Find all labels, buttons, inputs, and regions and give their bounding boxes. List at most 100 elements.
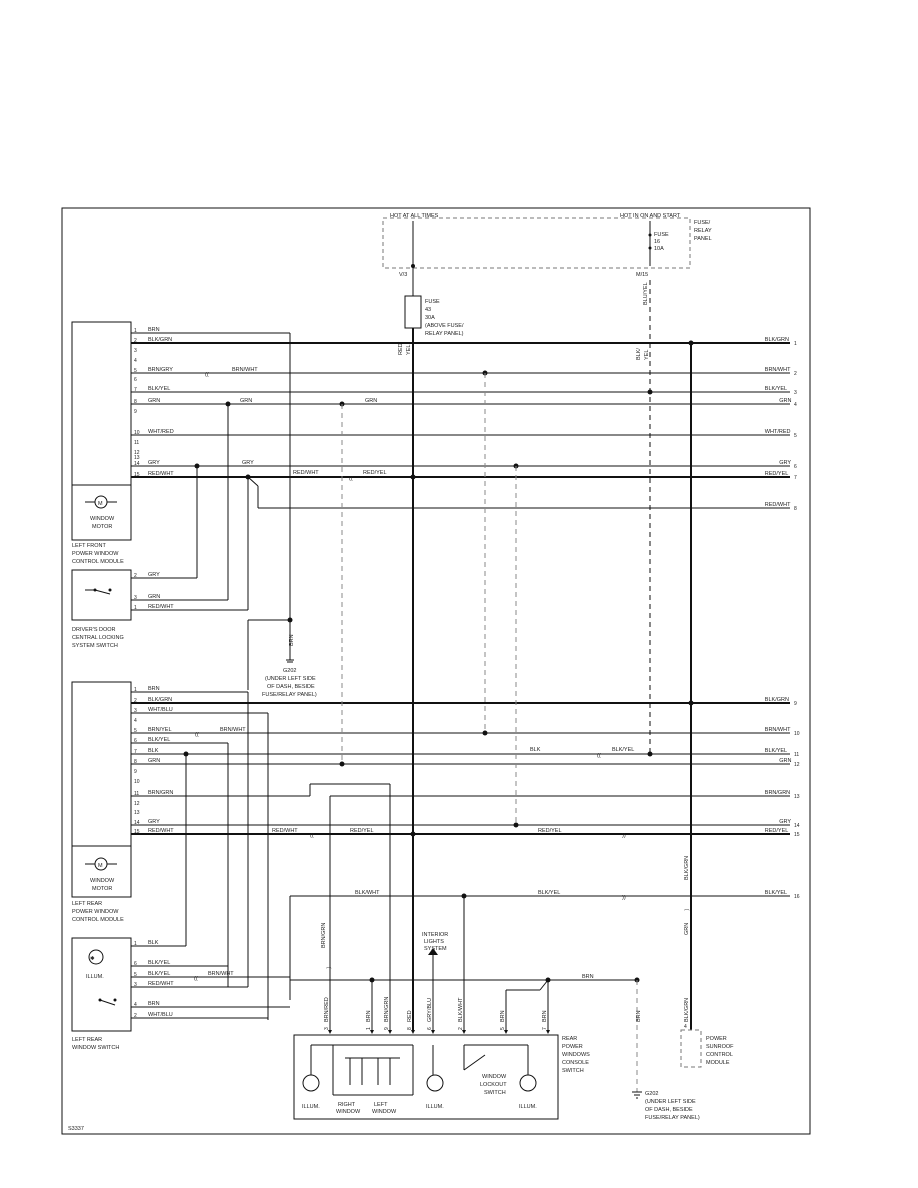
output-wire-15: RED/YEL bbox=[765, 828, 789, 834]
lf-wire-2: BLK/GRN bbox=[148, 337, 172, 343]
output-num-15: 15 bbox=[794, 832, 800, 838]
console-label-1: REAR bbox=[562, 1036, 577, 1042]
lf-pin-5: 5 bbox=[134, 368, 137, 374]
lr-pin-14: 14 bbox=[134, 820, 140, 826]
svg-text:INTERIOR: INTERIOR bbox=[422, 932, 448, 938]
lrs-wire-3: RED/WHT bbox=[148, 981, 174, 987]
drivers-switch-label-2: CENTRAL LOCKING bbox=[72, 635, 124, 641]
svg-text:BRN: BRN bbox=[582, 974, 594, 980]
lr-wire-2: BLK/GRN bbox=[148, 697, 172, 703]
lr-pin-8: 8 bbox=[134, 759, 137, 765]
console-pin-arrow bbox=[504, 1030, 508, 1034]
output-wire-1: BLK/GRN bbox=[765, 337, 789, 343]
lf-pin-3: 3 bbox=[134, 348, 137, 354]
svg-text:3: 3 bbox=[134, 595, 137, 601]
svg-text:BLK/: BLK/ bbox=[636, 348, 642, 360]
output-num-7: 7 bbox=[794, 475, 797, 481]
svg-text:2: 2 bbox=[134, 573, 137, 579]
output-num-3: 3 bbox=[794, 390, 797, 396]
svg-text:ILLUM.: ILLUM. bbox=[302, 1104, 320, 1110]
lf-wire-1: BRN bbox=[148, 327, 160, 333]
console-pin-arrow bbox=[546, 1030, 550, 1034]
lf-wire-15: RED/WHT bbox=[148, 471, 174, 477]
svg-text:WINDOW: WINDOW bbox=[336, 1109, 361, 1115]
console-wire-1: BRN bbox=[366, 1010, 372, 1022]
lf-pin-6: 6 bbox=[134, 377, 137, 383]
fuse16-label-2: 16 bbox=[654, 239, 660, 245]
output-num-13: 13 bbox=[794, 794, 800, 800]
lr-wire-14: GRY bbox=[148, 819, 160, 825]
output-num-9: 9 bbox=[794, 701, 797, 707]
console-wire-6: GRY/BLU bbox=[427, 998, 433, 1022]
output-wire-7: RED/YEL bbox=[765, 471, 789, 477]
svg-text:)): )) bbox=[622, 833, 626, 839]
left-front-module-label-3: CONTROL MODULE bbox=[72, 559, 124, 565]
right-outputs: BLK/GRN1BRN/WHT2BLK/YEL3GRN4WHT/RED5GRY6… bbox=[765, 337, 800, 900]
svg-text:)): )) bbox=[622, 895, 626, 901]
svg-text:GRN: GRN bbox=[684, 923, 690, 935]
svg-text:YEL: YEL bbox=[644, 350, 650, 360]
lf-wire-10: WHT/RED bbox=[148, 429, 174, 435]
console-pin-2: 2 bbox=[458, 1027, 464, 1030]
console-label-5: SWITCH bbox=[562, 1068, 584, 1074]
lr-pin-6: 6 bbox=[134, 738, 137, 744]
console-pin-5: 5 bbox=[500, 1027, 506, 1030]
lr-pin-11: 11 bbox=[134, 791, 139, 797]
lrs-pin-6: 6 bbox=[134, 961, 137, 967]
console-label-3: WINDOWS bbox=[562, 1052, 590, 1058]
svg-text:G202: G202 bbox=[645, 1091, 658, 1097]
svg-text:OF DASH, BESIDE: OF DASH, BESIDE bbox=[267, 684, 315, 690]
svg-text:((: (( bbox=[349, 476, 353, 482]
lr-pin-7: 7 bbox=[134, 749, 137, 755]
svg-text:CONTROL: CONTROL bbox=[706, 1052, 733, 1058]
fuse-relay-panel-label-2: RELAY bbox=[694, 228, 712, 234]
svg-text:BRN: BRN bbox=[289, 634, 295, 646]
svg-text:G202: G202 bbox=[283, 668, 296, 674]
left-front-module-label-1: LEFT FRONT bbox=[72, 543, 106, 549]
svg-text:RIGHT: RIGHT bbox=[338, 1102, 356, 1108]
svg-text:MODULE: MODULE bbox=[706, 1060, 730, 1066]
output-wire-14: GRY bbox=[779, 819, 791, 825]
svg-text:⌒: ⌒ bbox=[684, 909, 690, 916]
output-num-6: 6 bbox=[794, 464, 797, 470]
output-num-12: 12 bbox=[794, 762, 800, 768]
left-rear-motor-box bbox=[71, 845, 132, 898]
svg-text:((: (( bbox=[597, 753, 601, 759]
left-front-module-label-2: POWER WINDOW bbox=[72, 551, 119, 557]
svg-text:RED/YEL: RED/YEL bbox=[350, 828, 374, 834]
lrs-pin-4: 4 bbox=[134, 1002, 137, 1008]
lf-wire-14: GRY bbox=[148, 460, 160, 466]
lrs-pin-1: 1 bbox=[134, 941, 137, 947]
fuse43-label-4: (ABOVE FUSE/ bbox=[425, 323, 464, 329]
lr-pin-13: 13 bbox=[134, 810, 140, 816]
svg-text:RED/WHT: RED/WHT bbox=[293, 470, 319, 476]
svg-text:BLU/YEL: BLU/YEL bbox=[643, 282, 649, 305]
svg-text:(UNDER LEFT SIDE: (UNDER LEFT SIDE bbox=[265, 676, 316, 682]
fuse43-box bbox=[404, 295, 422, 329]
svg-text:RED/YEL: RED/YEL bbox=[363, 470, 387, 476]
output-wire-10: BRN/WHT bbox=[765, 727, 791, 733]
console-label-2: POWER bbox=[562, 1044, 583, 1050]
red-yel-vertical-label-2: YEL bbox=[406, 345, 412, 355]
svg-text:ILLUM.: ILLUM. bbox=[519, 1104, 537, 1110]
svg-text:BRN/WHT: BRN/WHT bbox=[232, 367, 258, 373]
left-front-motor-label-1: WINDOW bbox=[90, 516, 115, 522]
svg-text:RED/YEL: RED/YEL bbox=[538, 828, 562, 834]
drivers-switch-label-1: DRIVER'S DOOR bbox=[72, 627, 116, 633]
left-front-module-box bbox=[71, 321, 132, 541]
output-wire-5: WHT/RED bbox=[765, 429, 791, 435]
svg-text:BRN: BRN bbox=[636, 1010, 642, 1022]
lrs-wire-6: BLK/YEL bbox=[148, 960, 170, 966]
output-num-4: 4 bbox=[794, 402, 797, 408]
console-switch-box bbox=[293, 1034, 559, 1120]
svg-text:BRN/WHT: BRN/WHT bbox=[220, 727, 246, 733]
output-wire-12: GRN bbox=[779, 758, 791, 764]
fuse43-label-3: 30A bbox=[425, 315, 435, 321]
figure-id: S3337 bbox=[68, 1126, 84, 1132]
lr-pin-9: 9 bbox=[134, 769, 137, 775]
console-pin-arrow bbox=[370, 1030, 374, 1034]
output-num-16: 16 bbox=[794, 894, 800, 900]
console-pins: 3BRN/RED1BRN9BRN/GRN8RED6GRY/BLU2BLK/WHT… bbox=[324, 997, 550, 1034]
